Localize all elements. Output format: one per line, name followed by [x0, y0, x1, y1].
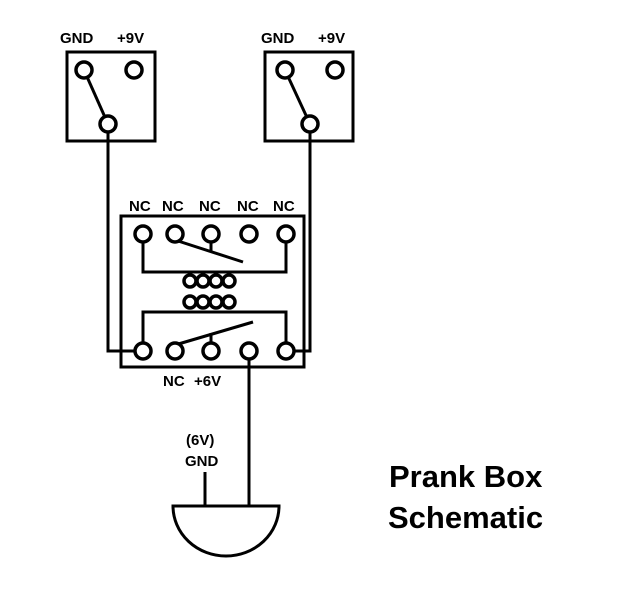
relay-top-label-2: NC [162, 198, 184, 215]
relay-top-coil-loop [141, 234, 288, 274]
switch-left-lever [82, 69, 110, 125]
relay-bottom-terminal-2 [165, 341, 185, 361]
switch-right-9v-terminal [325, 60, 345, 80]
relay-top-terminal-3 [201, 224, 221, 244]
relay-top-label-1: NC [129, 198, 151, 215]
relay-top-label-4: NC [237, 198, 259, 215]
relay-bottom-contact-arm [174, 320, 254, 347]
relay-body [119, 214, 306, 369]
wire-right-switch-to-relay [295, 132, 312, 353]
switch-right-common-terminal [300, 114, 320, 134]
coil-loop [195, 294, 211, 310]
switch-right-lever [283, 69, 312, 125]
buzzer-gnd-label: GND [185, 453, 219, 470]
switch-right-9v-label: +9V [318, 30, 345, 47]
relay-bottom-terminal-1 [133, 341, 153, 361]
coil-loop [208, 294, 224, 310]
coil-loop [182, 294, 198, 310]
switch-right-gnd-label: GND [261, 30, 295, 47]
relay-top-terminal-1 [133, 224, 153, 244]
switch-right-gnd-terminal [275, 60, 295, 80]
switch-left-common-terminal [98, 114, 118, 134]
relay-top-contact-arm [174, 238, 244, 264]
switch-left-9v-terminal [124, 60, 144, 80]
coil-loop [221, 273, 237, 289]
relay: NC NC NC NC NC [119, 198, 306, 390]
relay-bottom-nc-label: NC [163, 373, 185, 390]
coil-loop [221, 294, 237, 310]
buzzer-voltage-label: (6V) [186, 432, 214, 449]
relay-bottom-coil-loop [141, 310, 288, 343]
relay-top-terminal-5 [276, 224, 296, 244]
relay-coil-top [182, 273, 237, 289]
switch-left-gnd-terminal [74, 60, 94, 80]
buzzer: (6V) GND [171, 432, 281, 558]
title-line-2: Schematic [388, 500, 543, 535]
relay-top-terminal-4 [239, 224, 259, 244]
switch-left: GND +9V [60, 30, 157, 143]
buzzer-body [171, 504, 281, 558]
relay-top-terminal-2 [165, 224, 185, 244]
title-line-1: Prank Box [389, 459, 543, 494]
relay-bottom-6v-label: +6V [194, 373, 221, 390]
relay-top-label-3: NC [199, 198, 221, 215]
relay-bottom-terminal-3 [201, 341, 221, 361]
relay-top-label-5: NC [273, 198, 295, 215]
switch-right: GND +9V [261, 30, 355, 143]
switch-left-9v-label: +9V [117, 30, 144, 47]
coil-loop [182, 273, 198, 289]
coil-loop [195, 273, 211, 289]
wire-left-switch-to-relay [106, 132, 135, 353]
relay-bottom-terminal-4 [239, 341, 259, 361]
switch-left-body [65, 50, 157, 143]
coil-loop [208, 273, 224, 289]
relay-coil-bottom [182, 294, 237, 310]
relay-bottom-terminal-5 [276, 341, 296, 361]
switch-left-gnd-label: GND [60, 30, 94, 47]
